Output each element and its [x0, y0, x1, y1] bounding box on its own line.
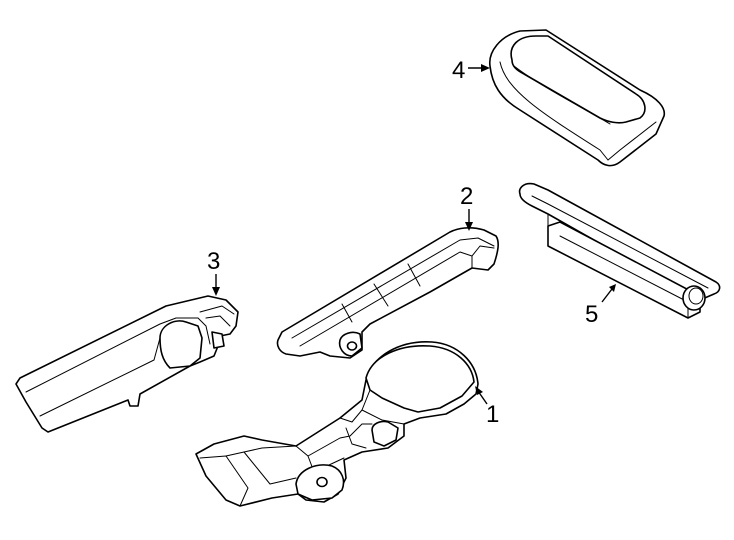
callout-5-leader	[601, 288, 613, 303]
callout-5: 5	[585, 284, 616, 328]
callout-4: 4	[452, 57, 490, 84]
callout-2-arrowhead	[465, 222, 473, 231]
callout-5-arrowhead	[609, 284, 616, 292]
callout-4-label: 4	[452, 57, 465, 84]
part-3-armrest-panel	[15, 295, 239, 433]
part-5-bracket	[518, 182, 721, 319]
callout-1: 1	[475, 386, 499, 428]
callout-2: 2	[460, 183, 473, 231]
callout-3-arrowhead	[212, 287, 220, 296]
part-1-console-base	[195, 341, 479, 507]
part-2-trim-rail	[276, 227, 499, 359]
callout-3: 3	[207, 248, 220, 296]
part-4-armrest-pad	[489, 29, 666, 167]
callout-1-arrowhead	[475, 386, 483, 395]
callout-2-label: 2	[460, 183, 473, 210]
callout-1-label: 1	[486, 401, 499, 428]
callout-3-label: 3	[207, 248, 220, 275]
callout-4-arrowhead	[481, 64, 490, 72]
callout-5-label: 5	[585, 301, 598, 328]
